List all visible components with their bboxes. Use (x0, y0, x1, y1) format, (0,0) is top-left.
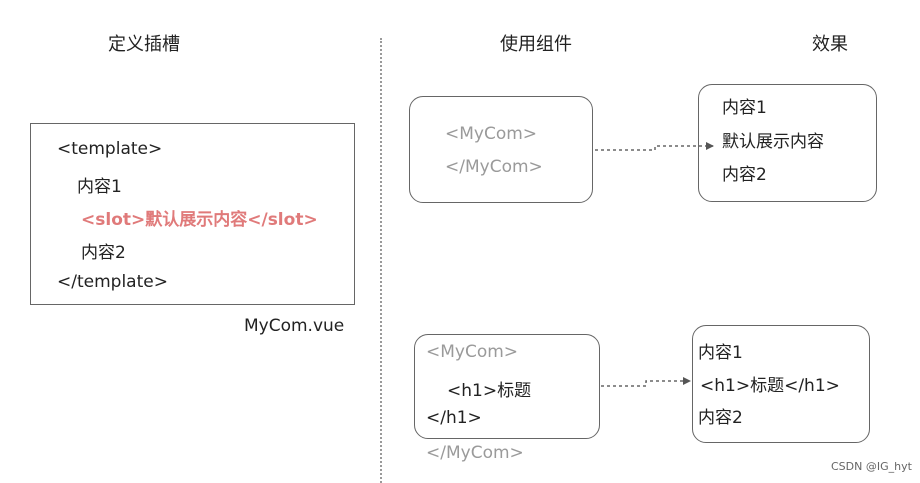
definition-content-2: 内容2 (81, 243, 126, 263)
usage-2-close-tag: </MyCom> (426, 443, 524, 463)
watermark: CSDN @IG_hyt (831, 460, 912, 473)
heading-define-slot: 定义插槽 (108, 34, 180, 55)
result-2-content-2: 内容2 (698, 408, 743, 428)
arrow-usage-1-to-result-1 (595, 142, 714, 151)
usage-2-h1-open: <h1>标题 (447, 381, 532, 401)
result-1-box (698, 84, 877, 202)
usage-1-box (409, 96, 593, 203)
heading-use-component: 使用组件 (500, 34, 572, 55)
definition-slot-line: <slot>默认展示内容</slot> (81, 210, 318, 230)
result-2-h1-title: <h1>标题</h1> (700, 376, 840, 396)
heading-effect: 效果 (812, 34, 848, 55)
definition-template-close: </template> (57, 272, 168, 292)
definition-template-open: <template> (57, 139, 163, 159)
column-divider (380, 38, 382, 483)
result-2-box (692, 325, 870, 443)
result-2-content-1: 内容1 (698, 343, 743, 363)
component-filename: MyCom.vue (244, 316, 345, 336)
usage-1-close-tag: </MyCom> (445, 157, 543, 177)
usage-1-open-tag: <MyCom> (445, 124, 538, 144)
usage-2-open-tag: <MyCom> (426, 342, 519, 362)
usage-2-box (414, 334, 600, 439)
result-1-content-2: 内容2 (722, 165, 767, 185)
slot-definition-box (30, 123, 355, 305)
arrow-usage-2-to-result-2 (601, 377, 691, 387)
result-1-content-1: 内容1 (722, 98, 767, 118)
result-1-default-content: 默认展示内容 (722, 132, 824, 152)
usage-2-h1-close: </h1> (426, 408, 482, 428)
definition-content-1: 内容1 (77, 177, 122, 197)
